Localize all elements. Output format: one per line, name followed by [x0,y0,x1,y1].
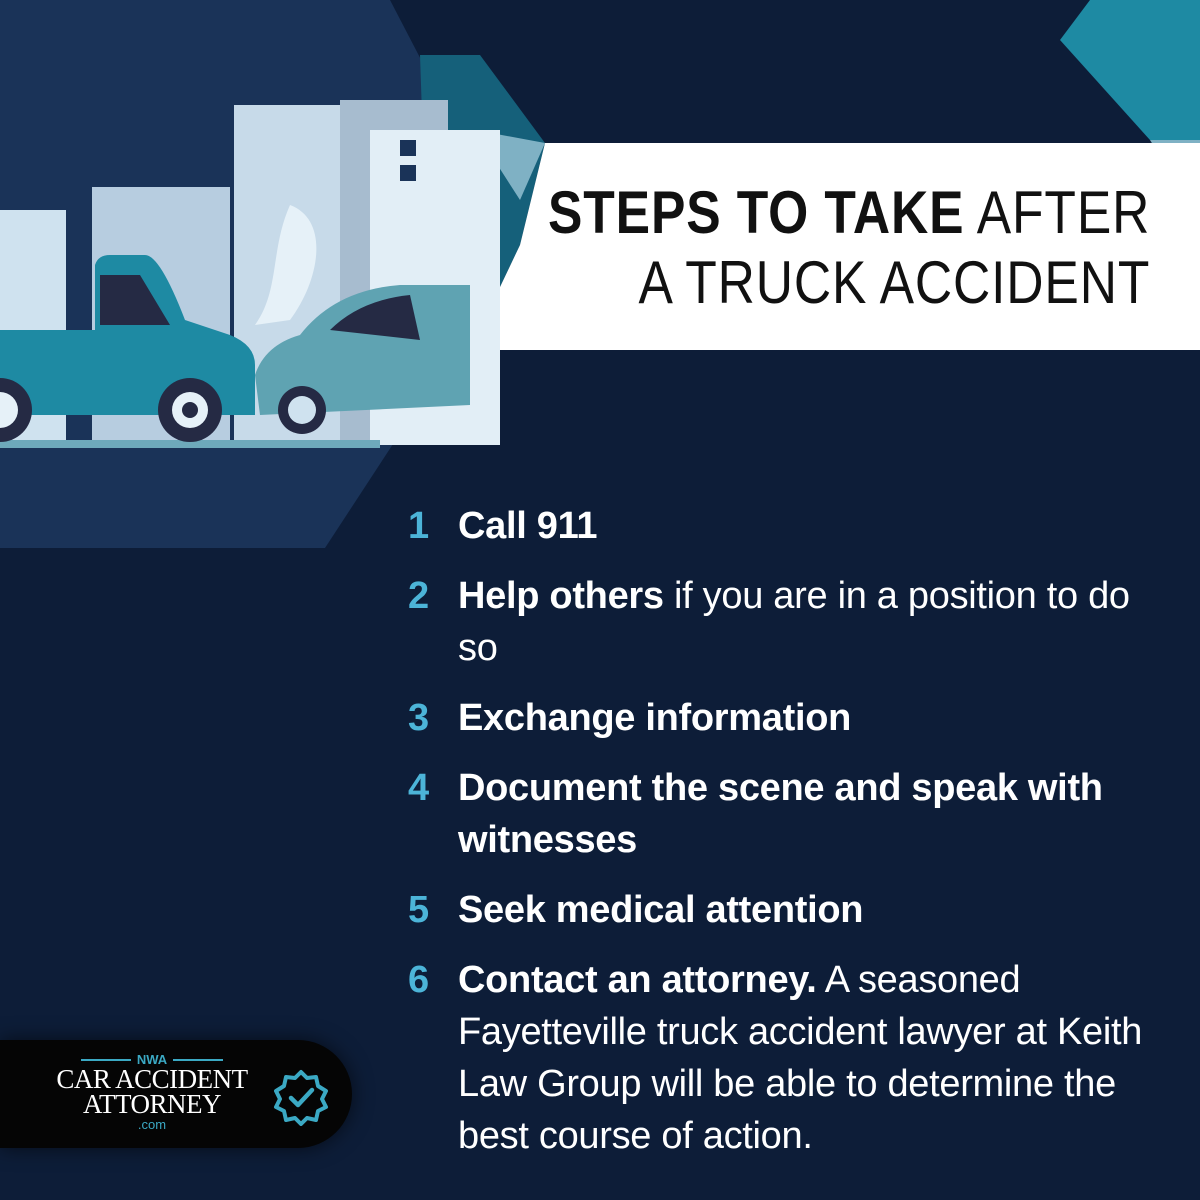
brand-badge: NWA CAR ACCIDENT ATTORNEY .com [0,1040,352,1148]
step-number: 6 [408,959,429,1001]
step-number: 3 [408,697,429,739]
step-bold: Seek medical attention [458,889,864,931]
logo-line2: ATTORNEY [82,1089,222,1119]
step-bold: Help others [458,575,664,617]
logo-domain: .com [137,1117,167,1132]
brand-logo: NWA CAR ACCIDENT ATTORNEY .com [52,1052,252,1132]
truck-illustration [0,255,255,442]
step-number: 4 [408,767,429,809]
verified-badge-icon [274,1070,328,1126]
step-text: if you are in a position to do so [458,575,1130,669]
logo-line1: CAR ACCIDENT [56,1064,248,1094]
step-item: 4 Document the scene and speak with witne… [408,762,1168,866]
step-bold: Call 911 [458,505,598,547]
step-number: 1 [408,505,429,547]
logo-nwa: NWA [52,1052,252,1067]
title-line2: A TRUCK ACCIDENT [638,249,1150,316]
step-bold: Document the scene and speak with witnes… [458,767,1103,861]
step-bold: Exchange information [458,697,852,739]
car-illustration [255,285,470,434]
step-item: 3 Exchange information [408,692,1168,744]
step-item: 1 Call 911 [408,500,1168,552]
step-text: A seasoned Fayetteville truck accident l… [458,959,1143,1157]
title-regular: AFTER [976,179,1150,246]
steps-list: 1 Call 911 2 Help others if you are in a p… [408,500,1168,1180]
step-item: 5 Seek medical attention [408,884,1168,936]
step-item: 2 Help others if you are in a position to… [408,570,1168,674]
title-box [470,143,1200,350]
step-number: 2 [408,575,429,617]
title-bold: STEPS TO TAKE [547,179,965,246]
page-title: STEPS TO TAKE AFTER A TRUCK ACCIDENT [548,178,1150,318]
step-number: 5 [408,889,429,931]
step-bold: Contact an attorney. [458,959,817,1001]
teal-accent-top-right [1060,0,1200,140]
step-item: 6 Contact an attorney. A seasoned Fayette… [408,954,1168,1162]
